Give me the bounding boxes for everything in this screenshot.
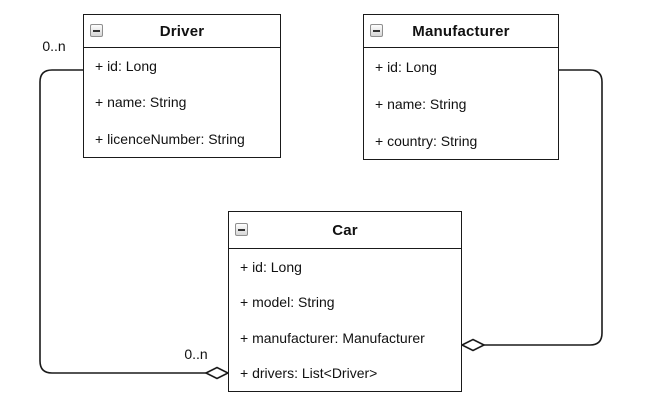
multiplicity-label-driver-end: 0..n [42,38,66,54]
attribute-row[interactable]: + model: String [240,294,335,311]
attribute-row[interactable]: + name: String [375,95,467,112]
attribute-section: + id: Long + name: String + country: Str… [364,48,558,159]
multiplicity-label-car-end: 0..n [184,346,208,362]
aggregation-diamond-icon [460,338,486,352]
attribute-row[interactable]: + drivers: List<Driver> [240,365,378,382]
class-title: Car [332,221,358,239]
edge-manufacturer-car[interactable] [460,69,603,352]
attribute-row[interactable]: + id: Long [95,58,157,75]
collapse-minus-icon[interactable] [235,223,248,236]
class-title-bar: Car [229,212,461,249]
attribute-row[interactable]: + manufacturer: Manufacturer [240,329,425,346]
class-title-bar: Driver [84,15,280,48]
class-box-car[interactable]: Car + id: Long + model: String + manufac… [228,211,462,392]
collapse-minus-icon[interactable] [90,24,103,37]
attribute-row[interactable]: + id: Long [375,58,437,75]
class-title: Manufacturer [412,22,510,40]
class-box-driver[interactable]: Driver + id: Long + name: String + licen… [83,14,281,158]
edge-manufacturer-car-path[interactable] [484,69,603,346]
attribute-row[interactable]: + licenceNumber: String [95,130,245,147]
class-title: Driver [159,22,205,40]
attribute-row[interactable]: + country: String [375,132,478,149]
class-box-manufacturer[interactable]: Manufacturer + id: Long + name: String +… [363,14,559,160]
collapse-minus-icon[interactable] [370,24,383,37]
attribute-section: + id: Long + name: String + licenceNumbe… [84,48,280,157]
attribute-section: + id: Long + model: String + manufacture… [229,249,461,391]
class-title-bar: Manufacturer [364,15,558,48]
aggregation-diamond-icon [204,366,230,380]
attribute-row[interactable]: + name: String [95,94,187,111]
attribute-row[interactable]: + id: Long [240,258,302,275]
edge-driver-car-path[interactable] [39,69,206,374]
